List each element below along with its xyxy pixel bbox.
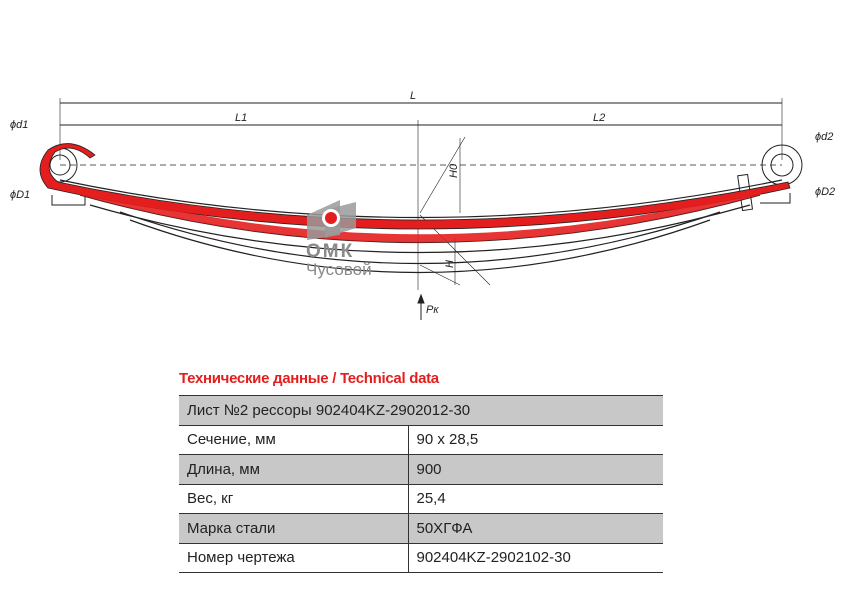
row-value: 25,4 (407, 484, 663, 514)
row-value: 900 (407, 454, 663, 485)
label-L2: L2 (593, 112, 605, 124)
row-value: 50ХГФА (407, 513, 663, 544)
label-H0: H0 (448, 163, 460, 178)
logo-chusovoy: Чусовой (306, 260, 372, 279)
label-d1: ϕd1 (10, 119, 28, 131)
row-value: 90 x 28,5 (407, 425, 663, 455)
row-key: Номер чертежа (179, 543, 408, 573)
leaf-spring-drawing: L L1 L2 H0 H Pк ϕd1 ϕD1 ϕd2 ϕD2 ОМК Чусо… (10, 90, 835, 320)
omk-logo: ОМК Чусовой (306, 200, 372, 279)
label-L: L (410, 90, 416, 102)
label-L1: L1 (235, 112, 247, 124)
table-header: Лист №2 рессоры 902404KZ-2902012-30 (179, 395, 663, 426)
label-D1: ϕD1 (10, 189, 30, 201)
label-H: H (444, 260, 456, 268)
tech-data-title: Технические данные / Technical data (179, 370, 439, 387)
label-Pk: Pк (426, 304, 439, 316)
row-key: Марка стали (179, 513, 408, 544)
row-value: 902404KZ-2902102-30 (407, 543, 663, 573)
table-header-row: Лист №2 рессоры 902404KZ-2902012-30 (179, 395, 663, 426)
highlighted-leaf (39, 143, 791, 230)
label-D2: ϕD2 (815, 186, 835, 198)
row-key: Длина, мм (179, 454, 408, 485)
label-d2: ϕd2 (815, 131, 833, 143)
row-key: Вес, кг (179, 484, 408, 514)
tech-data-table: Лист №2 рессоры 902404KZ-2902012-30 Сече… (179, 395, 663, 573)
row-key: Сечение, мм (179, 425, 408, 455)
logo-omk: ОМК (306, 241, 354, 262)
